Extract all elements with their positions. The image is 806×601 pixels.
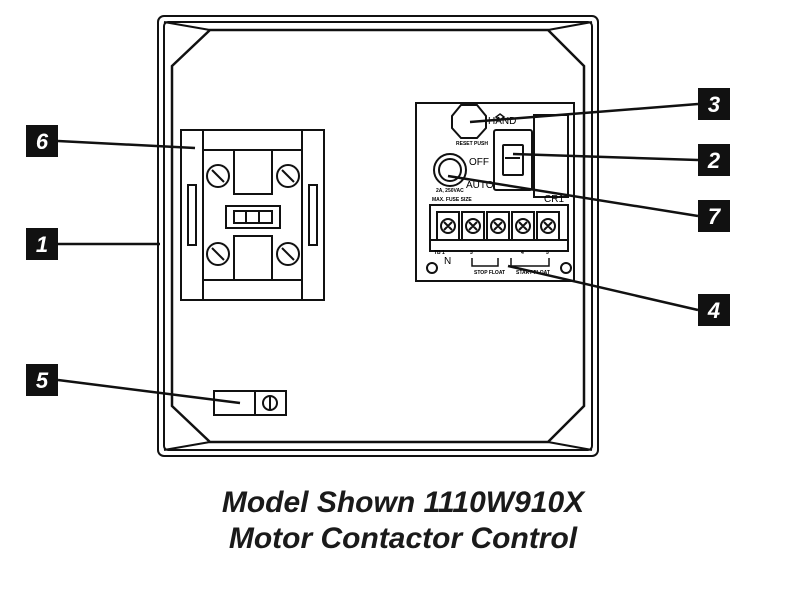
control-subpanel: [415, 102, 575, 282]
callout-6: 6: [26, 125, 58, 157]
svg-text:2: 2: [707, 148, 721, 173]
fuse-note: MAX. FUSE SIZE: [432, 197, 472, 203]
motor-contactor: [180, 129, 325, 301]
reset-button: [451, 104, 487, 139]
control-panel-diagram: RESET PUSH HAND OFF AUTO 2A, 250VAC MAX.…: [26, 15, 730, 457]
callout-5: 5: [26, 364, 58, 396]
stop-label: STOP FLOAT: [474, 270, 505, 276]
terminal-num-2: 3: [470, 250, 473, 256]
callout-3: 3: [698, 88, 730, 120]
svg-text:5: 5: [36, 368, 49, 393]
svg-text:3: 3: [708, 92, 720, 117]
enclosure: [157, 15, 599, 457]
terminal-num-4: 5: [546, 250, 549, 256]
caption-title: Motor Contactor Control: [228, 522, 578, 555]
reset-label: RESET PUSH: [456, 141, 488, 147]
terminal-num-1: TB 1: [434, 250, 445, 256]
off-label: OFF: [469, 157, 489, 168]
caption-model: Model Shown 1110W910X: [221, 486, 585, 519]
leader-lines: [57, 102, 699, 405]
callout-1: 1: [26, 228, 58, 260]
fuse-rating: 2A, 250VAC: [436, 188, 464, 194]
ground-lug: [213, 390, 287, 416]
n-label: N: [444, 256, 451, 267]
callout-7: 7: [698, 200, 730, 232]
auto-label: AUTO: [466, 180, 494, 191]
callout-4: 4: [698, 294, 730, 326]
svg-text:4: 4: [707, 298, 720, 323]
svg-text:7: 7: [708, 204, 722, 229]
svg-text:6: 6: [36, 129, 49, 154]
svg-text:1: 1: [36, 232, 48, 257]
callout-2: 2: [698, 144, 730, 176]
terminal-num-3: 4: [521, 250, 524, 256]
hand-label: HAND: [488, 116, 516, 127]
cr1-label: CR1: [544, 194, 564, 205]
